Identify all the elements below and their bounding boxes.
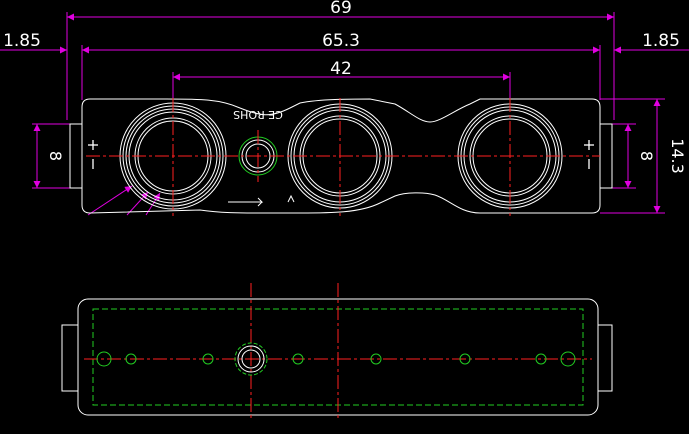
bottom-end-tabs xyxy=(61,324,613,392)
dimension-labels: 69 1.85 65.3 1.85 42 14.3 8 8 xyxy=(3,0,687,174)
dim-left-tab: 8 xyxy=(46,151,65,161)
dim-lens-spacing: 42 xyxy=(330,59,352,79)
dim-right-tab: 8 xyxy=(637,151,656,161)
end-tabs xyxy=(69,123,613,189)
dimension-lines xyxy=(0,12,689,216)
dim-overall-length: 69 xyxy=(330,0,352,18)
polarity-marks xyxy=(88,140,594,169)
front-view: CE ROHS xyxy=(69,98,613,216)
arrow-symbol xyxy=(228,194,295,207)
bottom-centerlines xyxy=(84,283,592,420)
bottom-center-hole xyxy=(234,342,268,376)
bottom-holes xyxy=(96,351,576,367)
dim-height: 14.3 xyxy=(668,138,687,174)
module-outline xyxy=(81,98,601,214)
dim-right-offset: 1.85 xyxy=(642,31,680,51)
dim-inner-length: 65.3 xyxy=(322,31,360,51)
certification-mark: CE ROHS xyxy=(233,108,283,121)
bottom-view xyxy=(61,283,613,420)
dim-left-offset: 1.85 xyxy=(3,31,41,51)
front-centerlines xyxy=(86,98,600,216)
